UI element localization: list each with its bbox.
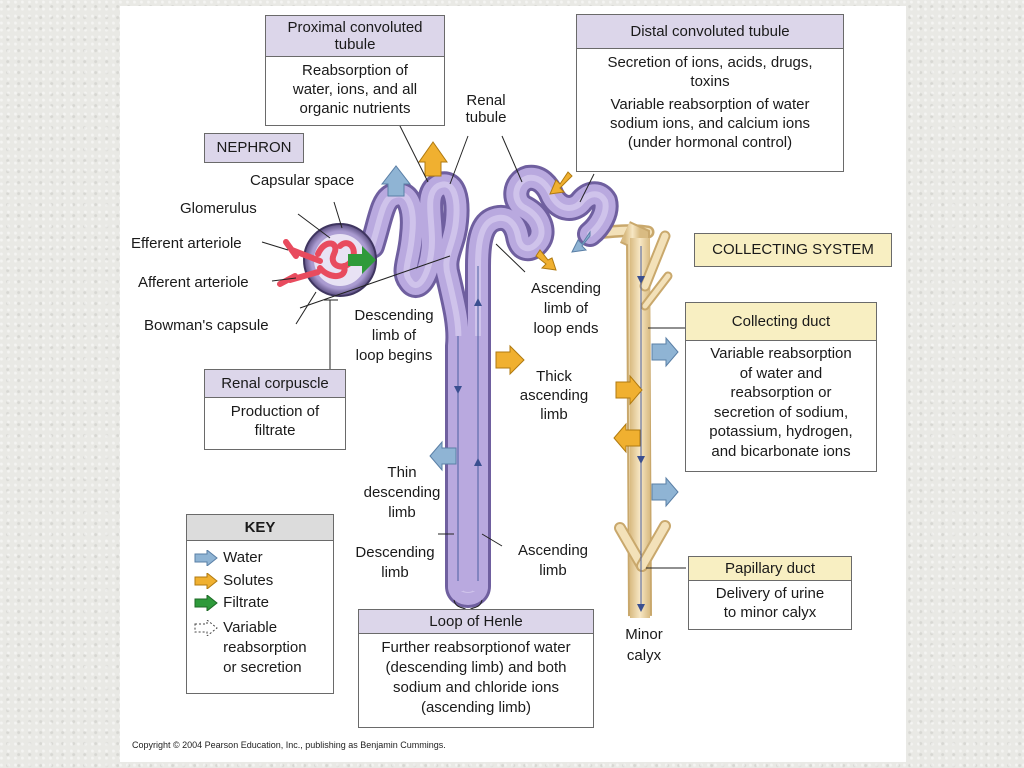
solutes-arrows (418, 141, 643, 454)
renal-corpuscle-title: Renal corpuscle (205, 370, 345, 398)
label-bowmans-capsule: Bowman's capsule (144, 317, 269, 334)
water-arrow-icon (194, 548, 218, 568)
key-item-filtrate: Filtrate (193, 593, 269, 613)
label-afferent-arteriole: Afferent arteriole (138, 274, 249, 291)
papillary-duct-title: Papillary duct (689, 557, 851, 581)
loop-of-henle-title: Loop of Henle (359, 610, 593, 634)
key-item-water: Water (193, 548, 263, 568)
loop-of-henle-body: Further reabsorptionof water(descending … (381, 639, 571, 716)
loop-of-henle-box: Loop of Henle Further reabsorptionof wat… (358, 609, 594, 728)
copyright-text: Copyright © 2004 Pearson Education, Inc.… (132, 740, 446, 750)
key-item-solutes: Solutes (193, 571, 273, 591)
collecting-system-tag: COLLECTING SYSTEM (694, 233, 892, 267)
label-efferent-arteriole: Efferent arteriole (131, 235, 242, 252)
key-title: KEY (187, 515, 333, 541)
collecting-duct-title: Collecting duct (686, 303, 876, 341)
water-arrows (380, 165, 679, 508)
variable-arrow-icon (194, 618, 218, 638)
label-capsular-space: Capsular space (250, 172, 355, 189)
solutes-arrow-icon (194, 571, 218, 591)
renal-corpuscle-shape (277, 223, 377, 297)
filtrate-arrow-icon (194, 593, 218, 613)
distal-tubule-box: Distal convoluted tubule Secretion of io… (576, 14, 844, 172)
slide: NEPHRON COLLECTING SYSTEM Proximal convo… (120, 6, 906, 762)
renal-tubule-shape (359, 164, 619, 608)
collecting-duct-shape (583, 221, 673, 618)
label-glomerulus: Glomerulus (180, 200, 257, 217)
nephron-tag: NEPHRON (204, 133, 304, 163)
leader-lines (261, 117, 686, 614)
nephron-diagram (261, 117, 686, 618)
distal-tubule-body: Secretion of ions, acids, drugs, toxins … (607, 54, 813, 151)
distal-tubule-title: Distal convoluted tubule (577, 15, 843, 49)
